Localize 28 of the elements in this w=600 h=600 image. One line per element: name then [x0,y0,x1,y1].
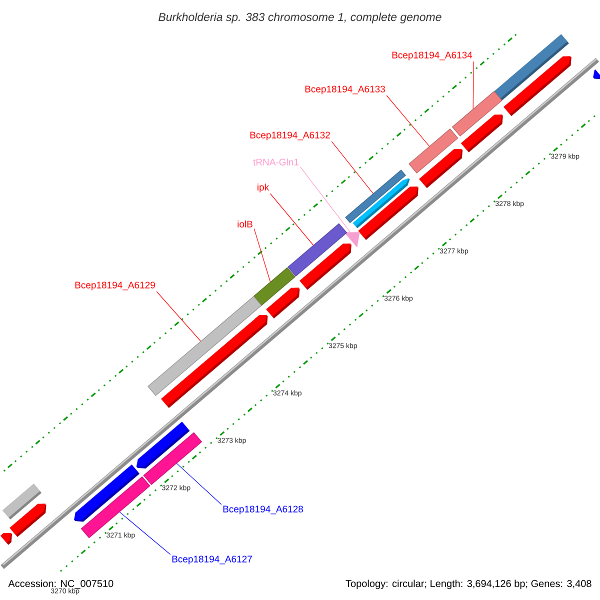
leader-line [331,141,374,194]
accession-text: Accession: NC_007510 [8,580,114,589]
gene-label: Bcep18194_A6134 [392,52,472,60]
leader-line [300,166,350,232]
title: Burkholderia sp. 383 chromosome 1, complete genome [158,12,442,24]
gene-label: Bcep18194_A6133 [305,86,385,94]
gene-label: ipk [258,184,270,192]
feature-bar [345,170,406,224]
leader-line [176,463,222,505]
leader-line [270,193,314,246]
leader-line [119,512,171,555]
gene-label: tRNA-Gln1 [253,158,298,166]
leader-line [254,228,271,282]
gene-label: Bcep18194_A6129 [75,282,155,290]
feature-bar [80,476,150,538]
trna-marker [344,232,360,248]
feature-bar [288,223,348,277]
gene-label: Bcep18194_A6132 [250,132,330,140]
feature-bar [148,296,262,396]
leader-line [386,95,430,146]
gene-label: iolB [238,220,252,228]
gene-label: Bcep18194_A6128 [223,506,303,514]
leader-line [156,291,201,342]
genome-info-text: Topology: circular; Length: 3,694,126 bp; Genes: 3,408 [346,580,592,590]
leader-line [472,61,474,110]
feature-bar [408,128,458,174]
feature-bar [253,267,296,306]
gene-label: Bcep18194_A6127 [172,556,252,564]
